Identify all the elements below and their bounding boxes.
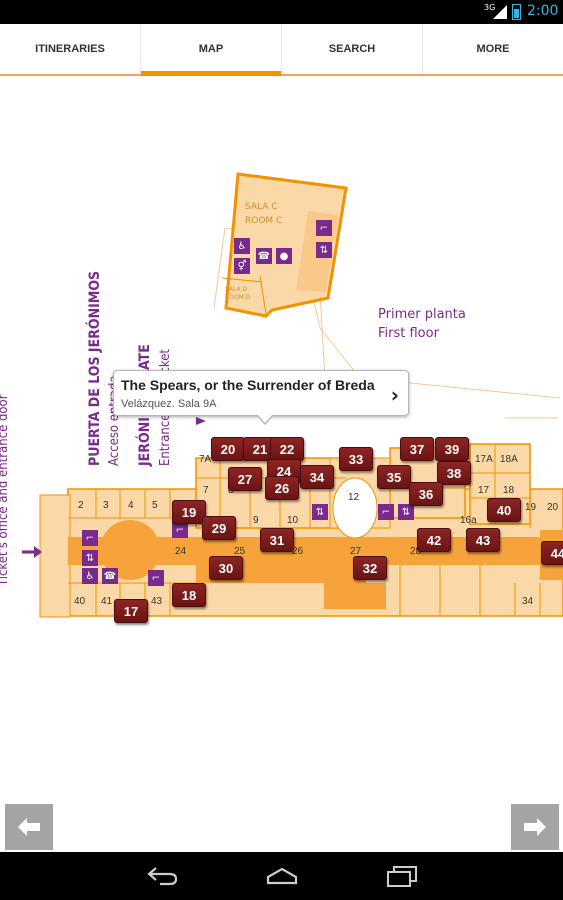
room-number: 10 bbox=[287, 515, 299, 526]
room-number: 12 bbox=[348, 492, 360, 503]
painting-marker[interactable]: 19 bbox=[172, 500, 206, 524]
room-number: 16a bbox=[460, 515, 477, 526]
callout-subtitle: Velázquez. Sala 9A bbox=[121, 398, 217, 410]
phone-icon: ☎ bbox=[102, 568, 118, 584]
room-number: 25 bbox=[234, 546, 246, 557]
painting-marker[interactable]: 31 bbox=[260, 528, 294, 552]
room-d-label: ROOM D bbox=[225, 294, 251, 301]
room-number: 5 bbox=[152, 500, 158, 511]
clock: 2:00 bbox=[527, 3, 559, 19]
arrow-right-icon bbox=[524, 818, 546, 836]
painting-marker[interactable]: 43 bbox=[466, 528, 500, 552]
painting-marker[interactable]: 29 bbox=[202, 516, 236, 540]
previous-button[interactable] bbox=[5, 804, 53, 850]
room-number: 9 bbox=[253, 515, 259, 526]
stairs-icon: ⌐ bbox=[378, 504, 394, 520]
room-number: 3 bbox=[103, 500, 109, 511]
painting-marker[interactable]: 42 bbox=[417, 528, 451, 552]
stairs-icon: ⌐ bbox=[148, 570, 164, 586]
painting-marker[interactable]: 32 bbox=[353, 556, 387, 580]
painting-marker[interactable]: 44 bbox=[541, 541, 563, 565]
room-number: 4 bbox=[128, 500, 134, 511]
room-number: 26 bbox=[292, 546, 304, 557]
phone-icon: ☎ bbox=[256, 248, 272, 264]
painting-marker[interactable]: 40 bbox=[487, 498, 521, 522]
painting-marker[interactable]: 22 bbox=[270, 437, 304, 461]
tab-itineraries[interactable]: ITINERARIES bbox=[0, 24, 141, 74]
home-icon bbox=[266, 867, 298, 885]
room-number: 34 bbox=[522, 596, 534, 607]
room-number: 27 bbox=[350, 546, 362, 557]
chevron-right-icon[interactable]: › bbox=[390, 383, 399, 407]
system-navigation-bar bbox=[0, 852, 563, 900]
tab-bar: ITINERARIES MAP SEARCH MORE bbox=[0, 24, 563, 76]
ticket-office-label: Ticket's office and entrance door bbox=[0, 394, 11, 586]
room-number: 40 bbox=[74, 596, 86, 607]
back-button[interactable] bbox=[142, 862, 182, 890]
painting-marker[interactable]: 39 bbox=[435, 437, 469, 461]
recent-apps-icon bbox=[387, 866, 417, 887]
room-number: 17A bbox=[475, 454, 493, 465]
stairs-icon: ⌐ bbox=[316, 220, 332, 236]
floor-label-es: Primer planta bbox=[378, 307, 466, 322]
painting-marker[interactable]: 34 bbox=[300, 465, 334, 489]
tab-map[interactable]: MAP bbox=[141, 24, 282, 76]
painting-marker[interactable]: 18 bbox=[172, 583, 206, 607]
painting-callout[interactable]: The Spears, or the Surrender of Breda Ve… bbox=[113, 370, 409, 416]
elevator-icon: ⇅ bbox=[316, 242, 332, 258]
elevator-icon: ⇅ bbox=[398, 504, 414, 520]
painting-marker[interactable]: 17 bbox=[114, 599, 148, 623]
room-number: 19 bbox=[525, 502, 537, 513]
info-icon: ● bbox=[276, 248, 292, 264]
wheelchair-icon: ♿ bbox=[82, 568, 98, 584]
stairs-icon: ⌐ bbox=[82, 530, 98, 546]
room-number: 41 bbox=[101, 596, 113, 607]
battery-icon bbox=[512, 4, 521, 20]
callout-title: The Spears, or the Surrender of Breda bbox=[121, 377, 375, 393]
painting-marker[interactable]: 38 bbox=[437, 461, 471, 485]
museum-map[interactable]: Ticket's office and entrance door PUERTA… bbox=[0, 78, 563, 800]
room-number: 7 bbox=[203, 485, 209, 496]
next-button[interactable] bbox=[511, 804, 559, 850]
signal-icon bbox=[493, 5, 507, 19]
painting-marker[interactable]: 33 bbox=[339, 447, 373, 471]
room-number: 7A bbox=[199, 454, 212, 465]
status-bar: 3G 2:00 bbox=[0, 0, 563, 24]
floor-label-en: First floor bbox=[378, 326, 439, 341]
room-c-label: ROOM C bbox=[245, 216, 283, 226]
toilet-icon: ⚥ bbox=[234, 258, 250, 274]
room-number: 2 bbox=[78, 500, 84, 511]
sala-d-label: SALA D bbox=[225, 286, 248, 293]
elevator-icon: ⇅ bbox=[82, 550, 98, 566]
recent-apps-button[interactable] bbox=[382, 862, 422, 890]
back-icon bbox=[147, 867, 178, 886]
tab-search[interactable]: SEARCH bbox=[282, 24, 423, 74]
elevator-icon: ⇅ bbox=[312, 504, 328, 520]
painting-marker[interactable]: 35 bbox=[377, 465, 411, 489]
painting-marker[interactable]: 27 bbox=[228, 467, 262, 491]
room-number: 43 bbox=[151, 596, 163, 607]
painting-marker[interactable]: 20 bbox=[211, 437, 245, 461]
wheelchair-icon: ♿ bbox=[234, 238, 250, 254]
room-number: 17 bbox=[478, 485, 490, 496]
stairs-icon: ⌐ bbox=[172, 522, 188, 538]
arrow-left-icon bbox=[18, 818, 40, 836]
room-number: 20 bbox=[547, 502, 559, 513]
room-number: 18 bbox=[503, 485, 515, 496]
painting-marker[interactable]: 37 bbox=[400, 437, 434, 461]
room-number: 24 bbox=[175, 546, 187, 557]
painting-marker[interactable]: 30 bbox=[209, 556, 243, 580]
home-button[interactable] bbox=[262, 862, 302, 890]
puerta-jeronimos-label: PUERTA DE LOS JERÓNIMOS bbox=[87, 270, 103, 466]
callout-pointer bbox=[256, 414, 274, 425]
painting-marker[interactable]: 26 bbox=[265, 476, 299, 500]
tab-more[interactable]: MORE bbox=[476, 43, 510, 55]
sala-c-label: SALA C bbox=[245, 202, 278, 212]
network-type: 3G bbox=[484, 3, 496, 12]
painting-marker[interactable]: 36 bbox=[409, 482, 443, 506]
room-number: 28 bbox=[410, 546, 422, 557]
room-number: 18A bbox=[500, 454, 518, 465]
